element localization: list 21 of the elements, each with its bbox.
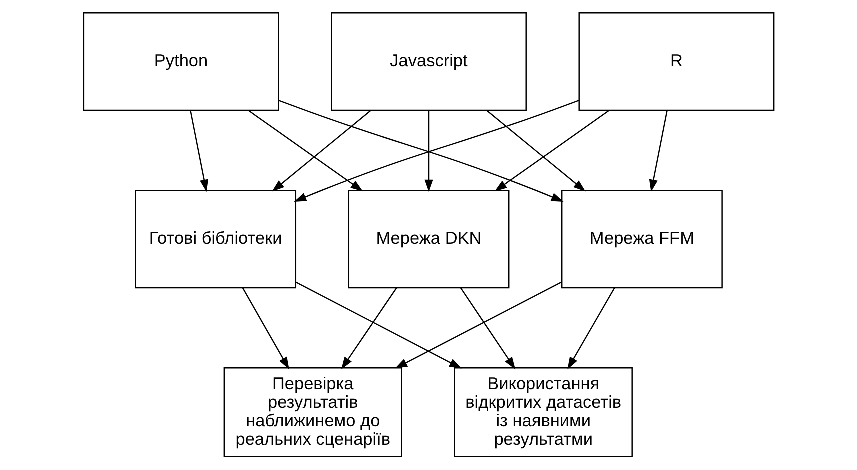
node-box: Мережа FFM	[560, 190, 722, 289]
arrow	[567, 288, 615, 370]
arrow	[648, 110, 668, 192]
arrow	[242, 288, 289, 370]
arrow	[486, 110, 586, 192]
arrow	[248, 110, 363, 192]
arrow	[424, 110, 433, 192]
node-box: Javascript	[330, 12, 526, 112]
node-box: Перевірка результатів наближинемо до реальних сценаріїв	[223, 367, 402, 458]
node-box: Готові бібліотеки	[134, 190, 296, 289]
arrow	[340, 288, 397, 370]
node-box: Python	[82, 12, 279, 112]
arrow	[460, 288, 516, 370]
arrow	[494, 110, 610, 192]
node-box: Мережа DKN	[348, 190, 510, 289]
arrow	[272, 110, 371, 192]
arrow	[295, 282, 462, 369]
arrow	[394, 282, 562, 369]
node-box: Використання відкритих датасетів із наявними результатми	[454, 367, 632, 458]
arrow	[190, 110, 208, 192]
node-box: R	[578, 12, 774, 112]
